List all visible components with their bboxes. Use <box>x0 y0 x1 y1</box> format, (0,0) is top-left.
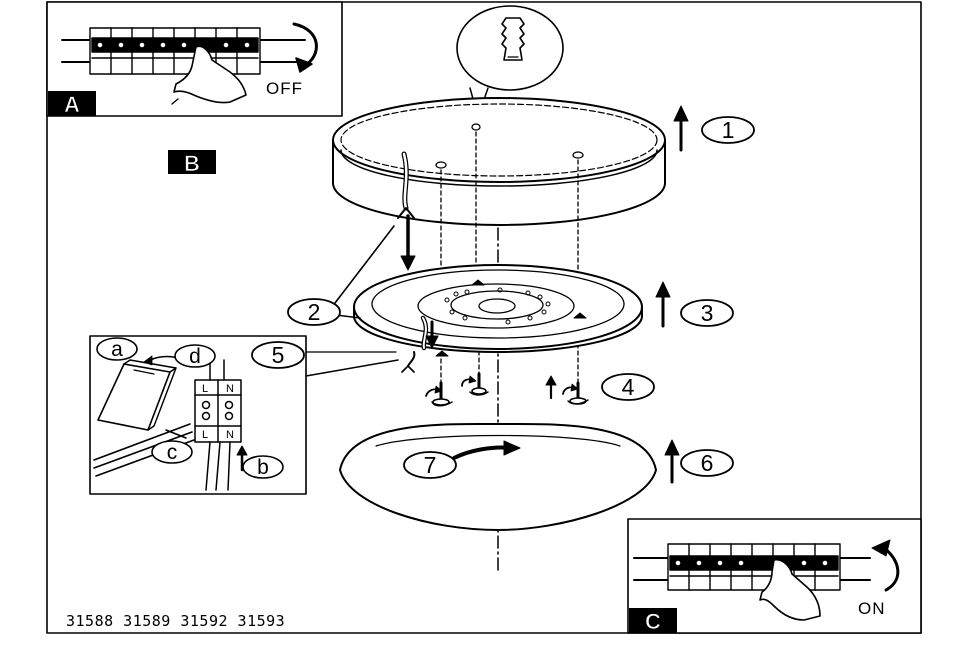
ceiling-canopy <box>332 97 666 226</box>
base-plate <box>353 264 643 357</box>
panel-b-label: B <box>168 150 216 176</box>
terminal-label-l-bottom: L <box>202 429 208 441</box>
detail-leader <box>305 359 399 377</box>
wall-plug-icon <box>501 17 525 61</box>
step-3-arrow <box>655 281 671 328</box>
sub-step-c-label: c <box>167 441 178 464</box>
sub-step-d-label: d <box>189 345 201 368</box>
model-codes: 31588 31589 31592 31593 <box>66 612 286 630</box>
step-3-label: 3 <box>701 300 714 326</box>
hand-icon <box>759 558 821 621</box>
hand-icon <box>173 45 247 104</box>
panel-a-letter: A <box>64 92 80 117</box>
breaker-row-a <box>89 27 261 75</box>
step-2-label: 2 <box>308 299 321 325</box>
panel-c-badge <box>629 608 677 633</box>
screw-icon <box>461 372 489 396</box>
sub-step-badges <box>96 337 284 479</box>
fixing-screws <box>425 372 589 407</box>
terminal-block <box>194 379 242 443</box>
step-7-label: 7 <box>424 452 437 478</box>
panel-a-caption: OFF <box>266 79 303 98</box>
terminal-label-n-bottom: N <box>226 429 234 441</box>
panel-b-letter: B <box>184 151 200 176</box>
base-plate-holes <box>444 287 551 325</box>
step-1-arrow <box>673 105 689 152</box>
step-6-label: 6 <box>701 450 714 476</box>
step-6-arrow <box>664 439 680 484</box>
terminal-label-n-top: N <box>226 383 234 395</box>
step-5-label: 5 <box>272 342 285 368</box>
panel-c-letter: C <box>645 609 661 634</box>
step-1-label: 1 <box>722 117 735 143</box>
panel-c: ON C <box>627 518 922 634</box>
terminal-label-l-top: L <box>202 383 208 395</box>
sub-step-a-label: a <box>111 338 123 361</box>
cable-down-arrow <box>400 214 416 271</box>
panel-a: OFF A <box>46 1 343 117</box>
screw-icon <box>562 381 589 405</box>
breaker-row-c <box>667 543 841 591</box>
diffuser-cover <box>339 422 657 531</box>
step-4-label: 4 <box>622 374 635 400</box>
panel-c-caption: ON <box>858 599 886 618</box>
sub-step-b-label: b <box>257 456 269 479</box>
page-frame <box>46 1 922 634</box>
step-badges <box>251 116 755 479</box>
panel-a-badge <box>48 91 96 116</box>
screw-icon <box>425 381 453 407</box>
